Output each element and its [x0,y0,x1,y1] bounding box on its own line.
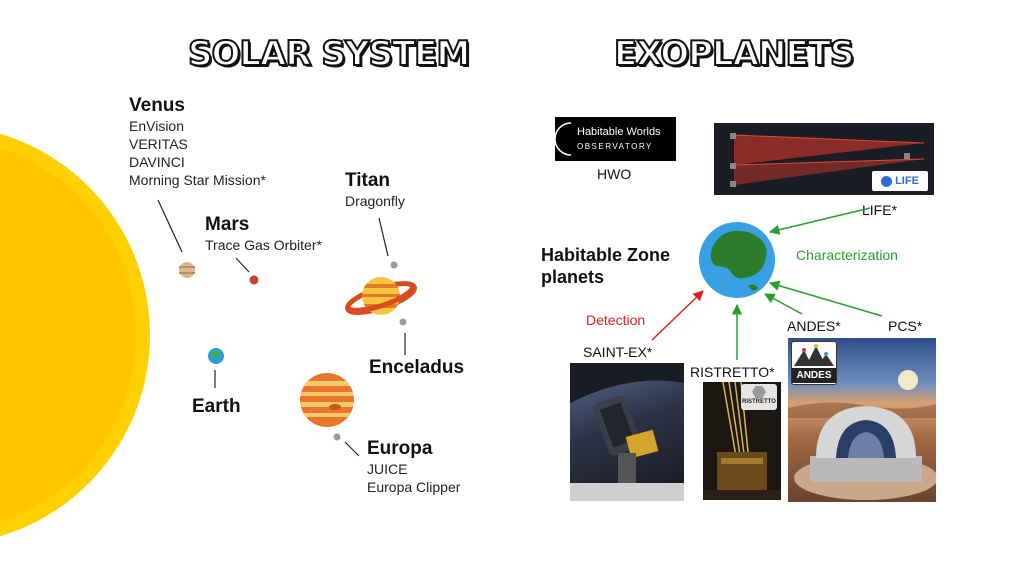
sun [0,133,150,537]
andes-label: ANDES* [787,318,841,334]
ristretto-label: RISTRETTO* [690,364,775,380]
earth-planet [208,348,224,364]
hwo-logo: Habitable Worlds OBSERVATORY [555,117,676,161]
venus-mission: DAVINCI [129,154,185,170]
mars-name: Mars [205,214,250,235]
europa-mission: JUICE [367,461,408,477]
europa-moon [333,433,341,441]
life-label: LIFE* [862,202,898,218]
jupiter-planet [300,373,354,427]
venus-mission: EnVision [129,118,185,134]
titan-moon [390,261,398,269]
life-globe-icon [881,175,893,187]
earth-name: Earth [192,396,241,417]
pcs-arrow [768,280,883,317]
titan-pointer [378,217,389,257]
exoplanets-title: EXOPLANETS [613,33,855,75]
mars-block: Mars Trace Gas Orbiter* [205,214,322,254]
life-arrow [768,207,871,235]
target-line1: Habitable Zone [541,245,671,265]
venus-pointer [157,199,183,253]
solar-system-title: SOLAR SYSTEM [187,33,471,75]
venus-mission: Morning Star Mission* [129,172,266,188]
titan-name: Titan [345,170,391,191]
saintex-label: SAINT-EX* [583,344,653,360]
venus-name: Venus [129,95,185,116]
ristretto-image: RISTRETTO [703,382,781,500]
mars-planet [249,275,259,285]
ristretto-hex-icon [752,386,766,398]
europa-mission: Europa Clipper [367,479,461,495]
europa-name: Europa [367,438,433,459]
europa-pointer [344,441,360,457]
europa-block: Europa JUICE Europa Clipper [367,438,460,496]
life-badge-text: LIFE [895,175,919,187]
saintex-arrow [651,290,704,341]
target-label: Habitable Zone planets [541,244,670,288]
venus-mission: VERITAS [129,136,188,152]
venus-block: Venus EnVision VERITAS DAVINCI Morning S… [129,95,266,189]
life-image: LIFE [714,123,934,195]
titan-mission: Dragonfly [345,193,405,209]
enceladus-name: Enceladus [369,357,465,378]
pcs-label: PCS* [888,318,923,334]
andes-arrow [764,293,803,315]
andes-logo-text: ANDES [792,368,836,383]
saturn-planet [345,277,417,315]
hwo-logo-line2: OBSERVATORY [577,142,653,151]
mars-pointer [235,257,250,273]
venus-planet [179,262,195,278]
hwo-label: HWO [597,166,632,182]
ristretto-logo-text: RISTRETTO [742,399,776,405]
andes-logo: ANDES [791,341,837,385]
detection-label: Detection [586,312,646,328]
habitable-planet [699,222,775,298]
elt-image: ANDES [788,338,936,502]
characterization-label: Characterization [796,247,898,263]
andes-mountain-icon [794,344,834,366]
ristretto-logo: RISTRETTO [741,384,777,410]
mars-mission: Trace Gas Orbiter* [205,237,322,253]
titan-block: Titan Dragonfly [345,170,405,210]
target-line2: planets [541,267,605,287]
enceladus-moon [399,318,407,326]
life-badge: LIFE [872,171,928,191]
saintex-image [570,363,684,501]
hwo-logo-line1: Habitable Worlds [577,126,661,138]
